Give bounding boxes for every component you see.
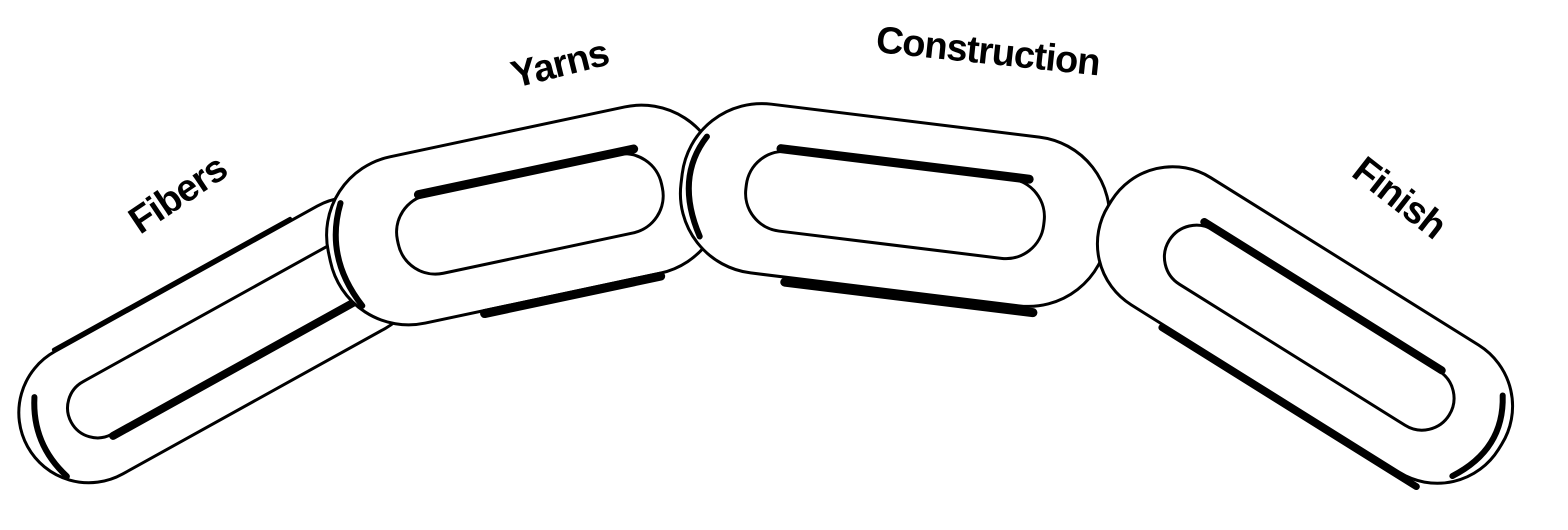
label-construction: Construction (874, 19, 1102, 84)
label-fibers: Fibers (122, 147, 235, 242)
chain-link-yarns (312, 90, 739, 342)
label-finish: Finish (1344, 149, 1453, 247)
chain-link-construction (671, 94, 1119, 320)
label-yarns: Yarns (507, 32, 613, 97)
chain-link-finish (1069, 140, 1540, 514)
